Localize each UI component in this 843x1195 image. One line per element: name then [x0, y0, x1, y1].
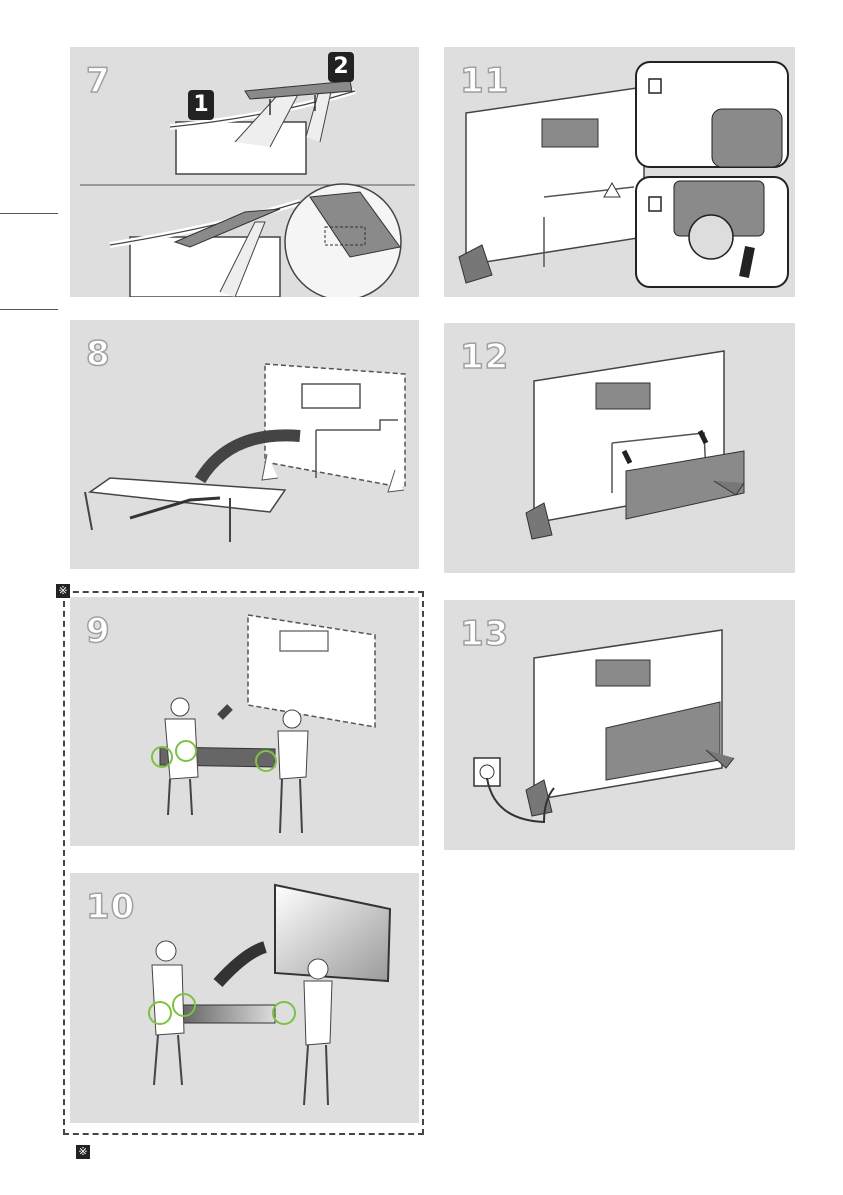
note-mark-top: ※ [56, 584, 70, 598]
step-12-illustration [444, 323, 795, 573]
badge-1: 1 [188, 90, 214, 120]
step-13-illustration [444, 600, 795, 850]
step-8-panel: 8 [70, 320, 419, 569]
badge-2: 2 [328, 52, 354, 82]
step-11-illustration [444, 47, 795, 297]
side-rule-top [0, 213, 58, 214]
step-9-panel: 9 [70, 597, 419, 846]
step-7-panel: 7 1 2 [70, 47, 419, 297]
step-10-illustration [70, 873, 419, 1123]
step-13-panel: 13 [444, 600, 795, 850]
step-12-panel: 12 [444, 323, 795, 573]
step-11-panel: 11 [444, 47, 795, 297]
side-rule-bottom [0, 309, 58, 310]
step-8-illustration [70, 320, 419, 569]
step-7-illustration [70, 47, 419, 297]
step-9-illustration [70, 597, 419, 846]
step-10-panel: 10 [70, 873, 419, 1123]
note-mark-bottom: ※ [76, 1145, 90, 1159]
